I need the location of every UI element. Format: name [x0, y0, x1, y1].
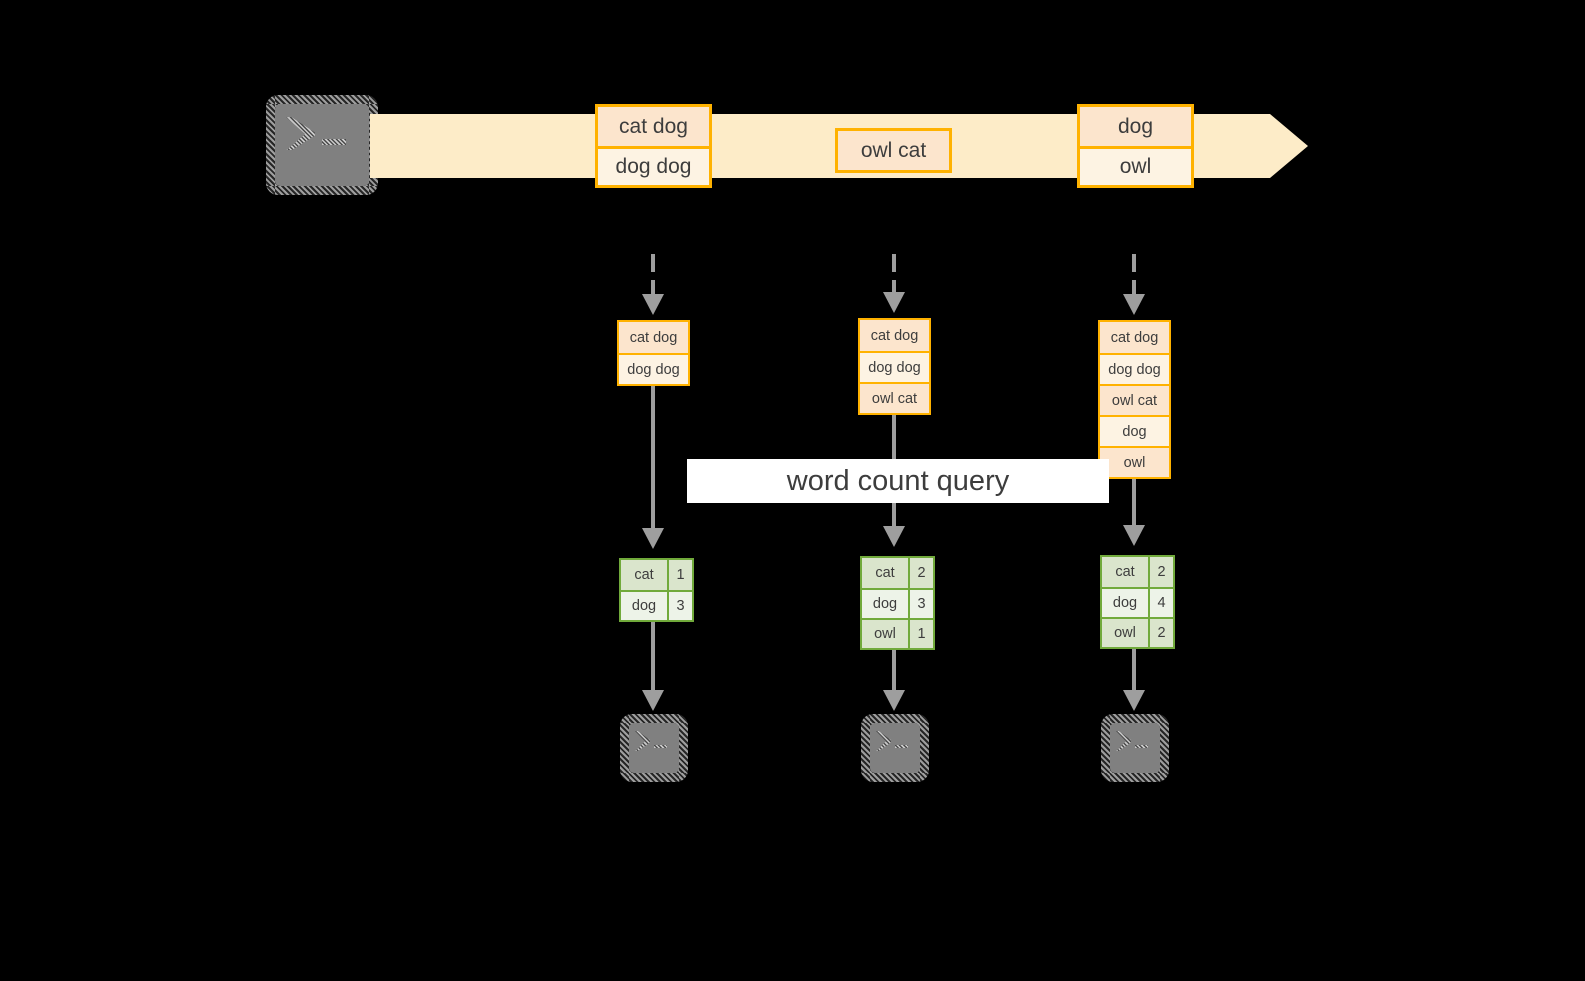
snapshot-t2-output-line [892, 650, 896, 692]
snapshot-t3-query-arrowhead [1123, 525, 1145, 546]
result-count: 4 [1148, 589, 1173, 617]
snapshot-t1-output-line [651, 620, 655, 692]
result-row: dog 3 [621, 590, 692, 620]
input-row: dog dog [1100, 353, 1169, 384]
snapshot-t2-input-table: cat dog dog dog owl cat [858, 318, 931, 415]
snapshot-t1-output-arrowhead [642, 690, 664, 711]
chevron-right-icon [1116, 731, 1132, 752]
terminal-prompt-glyphs [286, 117, 357, 153]
input-row: owl cat [1100, 384, 1169, 415]
result-count: 2 [1148, 557, 1173, 587]
result-row: cat 2 [1102, 557, 1173, 587]
snapshot-t2-result-table: cat 2 dog 3 owl 1 [860, 556, 935, 650]
snapshot-t3-tap-line [1132, 254, 1136, 296]
snapshot-t2-output-arrowhead [883, 690, 905, 711]
result-word: owl [1102, 619, 1148, 647]
chevron-right-icon [286, 117, 315, 151]
result-row: dog 3 [862, 588, 933, 618]
input-row: dog [1100, 415, 1169, 446]
input-row: owl [1100, 446, 1169, 477]
result-row: cat 1 [621, 560, 692, 590]
input-row: dog dog [619, 353, 688, 384]
result-count: 3 [667, 592, 692, 620]
snapshot-t2-consumer-terminal-icon [861, 714, 929, 782]
chevron-right-icon [635, 731, 651, 752]
stream-message-row: cat dog [598, 107, 709, 146]
snapshot-t2-tap-arrowhead [883, 292, 905, 313]
input-row: dog dog [860, 351, 929, 382]
underscore-cursor-icon [1135, 744, 1148, 748]
snapshot-t1-input-table: cat dog dog dog [617, 320, 690, 386]
result-count: 3 [908, 590, 933, 618]
result-row: cat 2 [862, 558, 933, 588]
terminal-screen [870, 723, 920, 773]
stream-message-row: dog [1080, 107, 1191, 146]
snapshot-t2-query-arrowhead [883, 526, 905, 547]
snapshot-t1-query-line [651, 383, 655, 531]
terminal-screen [1110, 723, 1160, 773]
stream-message-row: owl [1080, 146, 1191, 185]
terminal-prompt-glyphs [1116, 731, 1154, 753]
result-row: owl 2 [1102, 617, 1173, 647]
snapshot-t3-consumer-terminal-icon [1101, 714, 1169, 782]
stream-message-row: dog dog [598, 146, 709, 185]
snapshot-t1-query-arrowhead [642, 528, 664, 549]
input-row: cat dog [860, 320, 929, 351]
terminal-screen [629, 723, 679, 773]
producer-terminal-icon [266, 95, 378, 195]
result-row: dog 4 [1102, 587, 1173, 617]
snapshot-t2-tap-line [892, 254, 896, 296]
snapshot-t1-tap-arrowhead [642, 294, 664, 315]
snapshot-t1-tap-line [651, 254, 655, 296]
stream-message-row: owl cat [838, 131, 949, 170]
stream-message-1: cat dog dog dog [595, 104, 712, 188]
result-word: dog [621, 592, 667, 620]
result-word: dog [1102, 589, 1148, 617]
stream-message-2: owl cat [835, 128, 952, 173]
terminal-screen [275, 104, 369, 186]
snapshot-t3-query-line [1132, 475, 1136, 529]
input-row: cat dog [619, 322, 688, 353]
query-label: word count query [687, 459, 1109, 503]
result-word: cat [862, 558, 908, 588]
stream-arrow-head [1270, 114, 1308, 178]
terminal-prompt-glyphs [635, 731, 673, 753]
result-row: owl 1 [862, 618, 933, 648]
snapshot-t1-consumer-terminal-icon [620, 714, 688, 782]
snapshot-t3-output-arrowhead [1123, 690, 1145, 711]
snapshot-t3-output-line [1132, 649, 1136, 692]
underscore-cursor-icon [895, 744, 908, 748]
input-row: cat dog [1100, 322, 1169, 353]
result-word: cat [1102, 557, 1148, 587]
chevron-right-icon [876, 731, 892, 752]
stream-message-3: dog owl [1077, 104, 1194, 188]
result-count: 2 [1148, 619, 1173, 647]
snapshot-t3-input-table: cat dog dog dog owl cat dog owl [1098, 320, 1171, 479]
snapshot-t3-result-table: cat 2 dog 4 owl 2 [1100, 555, 1175, 649]
result-count: 1 [908, 620, 933, 648]
snapshot-t1-result-table: cat 1 dog 3 [619, 558, 694, 622]
underscore-cursor-icon [654, 744, 667, 748]
underscore-cursor-icon [321, 139, 347, 145]
result-count: 2 [908, 558, 933, 588]
result-word: owl [862, 620, 908, 648]
result-word: dog [862, 590, 908, 618]
result-count: 1 [667, 560, 692, 590]
snapshot-t3-tap-arrowhead [1123, 294, 1145, 315]
input-row: owl cat [860, 382, 929, 413]
result-word: cat [621, 560, 667, 590]
terminal-prompt-glyphs [876, 731, 914, 753]
